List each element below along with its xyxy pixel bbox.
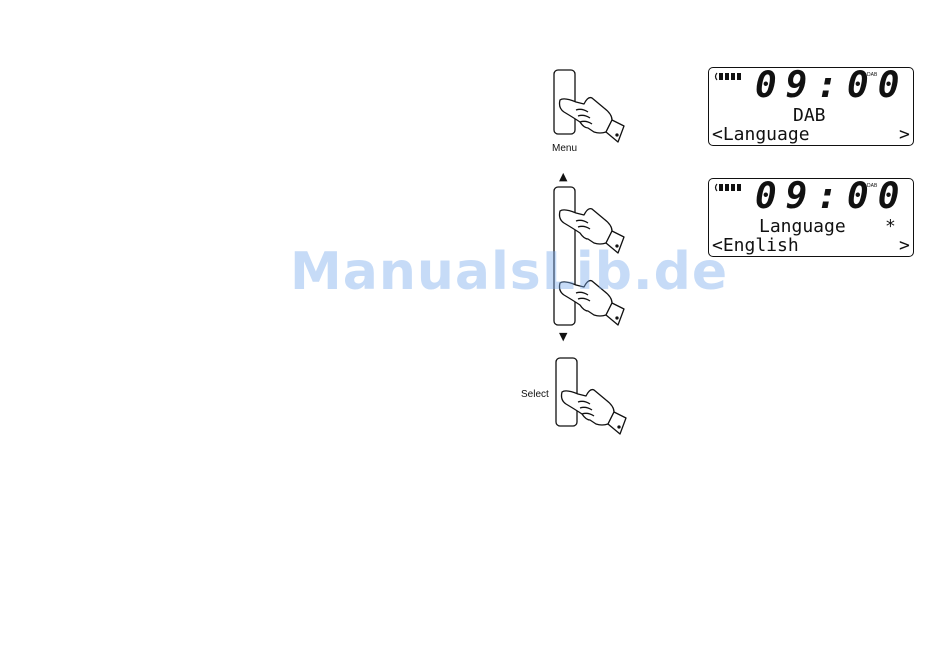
lcd-display-1: 09:00 DAB DAB <Language > xyxy=(708,67,914,146)
display-line-1: DAB xyxy=(793,107,826,125)
display-line-2-left: <Language xyxy=(712,126,810,144)
display-line-2-right: > xyxy=(899,237,910,255)
clock-time: 09:00 xyxy=(755,179,908,215)
up-arrow-icon: ▲ xyxy=(559,171,567,182)
signal-strength-icon xyxy=(714,72,742,81)
menu-button-label: Menu xyxy=(552,143,577,154)
selected-marker: * xyxy=(885,218,896,236)
lcd-display-2: 09:00 DAB Language * <English > xyxy=(708,178,914,257)
band-indicator: DAB xyxy=(867,183,877,189)
display-line-1: Language xyxy=(759,218,846,236)
signal-strength-icon xyxy=(714,183,742,192)
down-arrow-icon: ▼ xyxy=(559,331,567,342)
display-line-2-right: > xyxy=(899,126,910,144)
select-button[interactable] xyxy=(542,352,642,452)
clock-time: 09:00 xyxy=(755,68,908,104)
band-indicator: DAB xyxy=(867,72,877,78)
watermark: ManualsLib.de xyxy=(290,242,728,302)
